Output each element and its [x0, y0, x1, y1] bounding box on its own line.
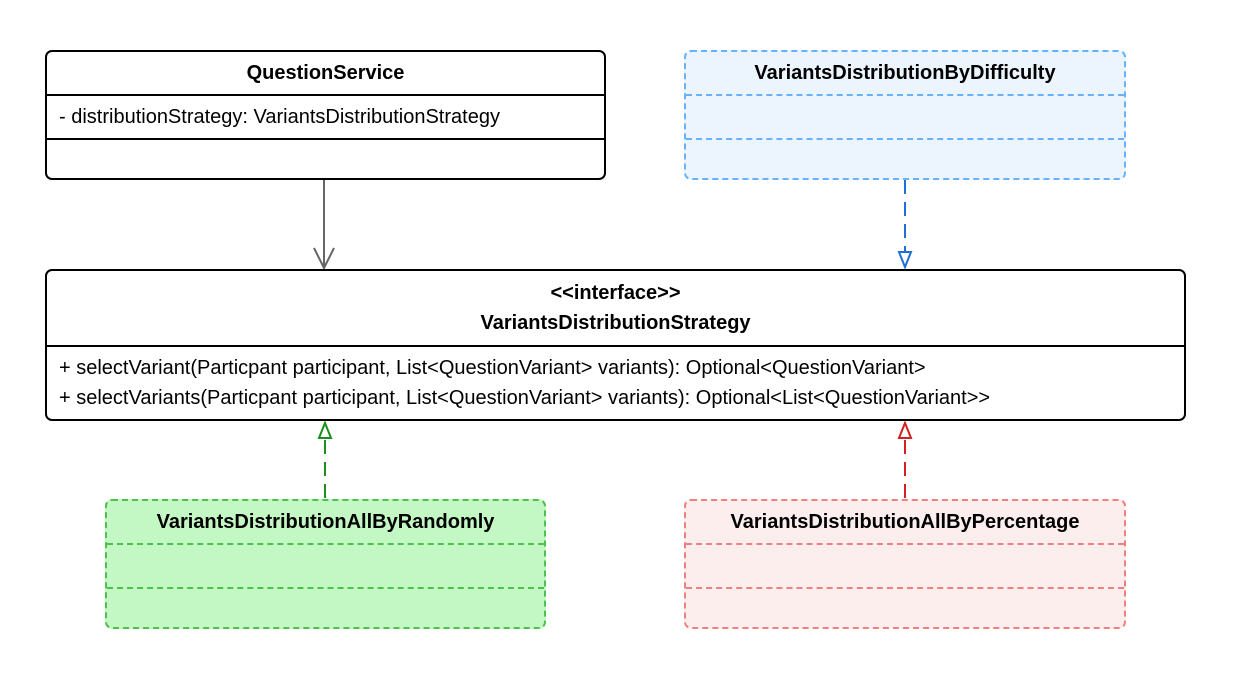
by-difficulty-title: VariantsDistributionByDifficulty	[754, 61, 1056, 84]
randomly-realization-arrowhead	[317, 420, 333, 439]
by-randomly-attributes	[107, 543, 544, 587]
strategy-methods: + selectVariant(Particpant participant, …	[47, 345, 1184, 419]
by-difficulty-methods	[686, 138, 1124, 178]
question-service-attribute: - distributionStrategy: VariantsDistribu…	[47, 94, 604, 138]
by-difficulty-attributes	[686, 94, 1124, 138]
association-arrowhead	[313, 247, 335, 271]
question-service-methods	[47, 138, 604, 178]
by-percentage-title: VariantsDistributionAllByPercentage	[730, 510, 1080, 533]
by-randomly-title: VariantsDistributionAllByRandomly	[156, 510, 495, 533]
strategy-header: <<interface>> VariantsDistributionStrate…	[47, 271, 1184, 345]
by-randomly-class[interactable]: VariantsDistributionAllByRandomly	[105, 499, 546, 629]
strategy-title: VariantsDistributionStrategy	[480, 312, 751, 334]
by-percentage-class[interactable]: VariantsDistributionAllByPercentage	[684, 499, 1126, 629]
question-service-title: QuestionService	[246, 61, 405, 84]
by-difficulty-class[interactable]: VariantsDistributionByDifficulty	[684, 50, 1126, 180]
strategy-interface[interactable]: <<interface>> VariantsDistributionStrate…	[45, 269, 1186, 421]
by-percentage-methods	[686, 587, 1124, 627]
question-service-class[interactable]: QuestionService - distributionStrategy: …	[45, 50, 606, 180]
strategy-method-select-variants: + selectVariants(Particpant participant,…	[59, 386, 991, 409]
strategy-stereotype: <<interface>>	[550, 282, 681, 304]
percentage-realization-arrowhead	[897, 420, 913, 439]
strategy-method-select-variant: + selectVariant(Particpant participant, …	[59, 356, 926, 379]
by-randomly-methods	[107, 587, 544, 627]
by-percentage-attributes	[686, 543, 1124, 587]
difficulty-realization-arrowhead	[897, 251, 913, 270]
